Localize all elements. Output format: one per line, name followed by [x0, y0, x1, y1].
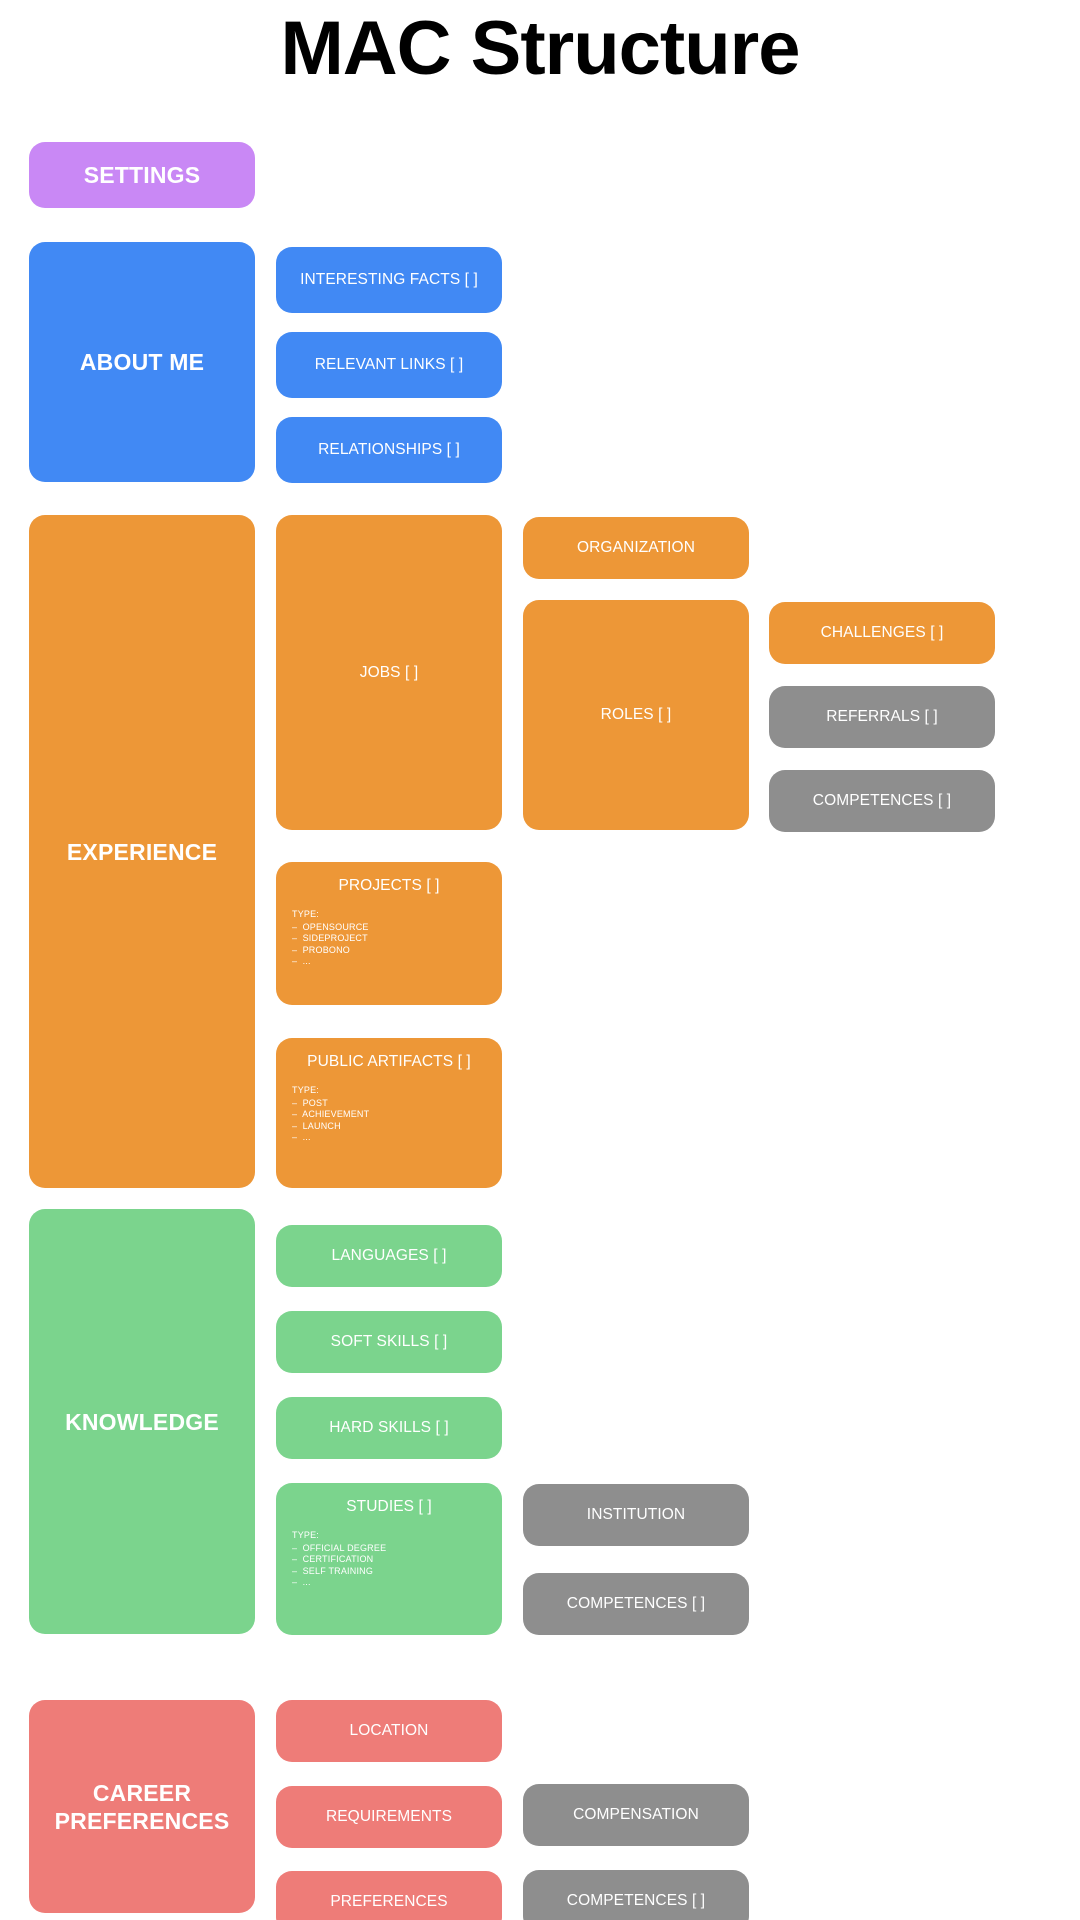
institution-block[interactable]: INSTITUTION [523, 1484, 749, 1546]
projects-label: PROJECTS [ ] [338, 877, 440, 894]
projects-type-list: TYPE: – OPENSOURCE – SIDEPROJECT – PROBO… [276, 909, 502, 968]
studies-label: STUDIES [ ] [346, 1498, 432, 1515]
interesting-facts-label: INTERESTING FACTS [ ] [300, 271, 478, 288]
projects-type-head: TYPE: [292, 909, 320, 919]
relevant-links-label: RELEVANT LINKS [ ] [314, 356, 464, 373]
preferences-label: PREFERENCES [330, 1893, 448, 1910]
languages-label: LANGUAGES [ ] [331, 1247, 447, 1264]
public-artifacts-type-head: TYPE: [292, 1085, 320, 1095]
hard-skills-block[interactable]: HARD SKILLS [ ] [276, 1397, 502, 1459]
knowledge-label: KNOWLEDGE [65, 1408, 219, 1435]
compensation-block[interactable]: COMPENSATION [523, 1784, 749, 1846]
studies-type-item: – CERTIFICATION [292, 1554, 374, 1564]
career-competences-block[interactable]: COMPETENCES [ ] [523, 1870, 749, 1920]
knowledge-competences-block[interactable]: COMPETENCES [ ] [523, 1573, 749, 1635]
projects-type-item: – PROBONO [292, 944, 351, 955]
experience-label: EXPERIENCE [66, 838, 218, 865]
location-label: LOCATION [349, 1722, 429, 1739]
career-preferences-label-line1: CAREER [92, 1779, 192, 1806]
projects-type-item: – SIDEPROJECT [292, 933, 368, 943]
career-preferences-label-line2: PREFERENCES [54, 1807, 230, 1834]
studies-block[interactable]: STUDIES [ ] TYPE: – OFFICIAL DEGREE – CE… [276, 1483, 502, 1635]
organization-label: ORGANIZATION [576, 539, 696, 556]
referrals-block[interactable]: REFERRALS [ ] [769, 686, 995, 748]
compensation-label: COMPENSATION [573, 1806, 699, 1823]
public-artifacts-type-item: – ACHIEVEMENT [292, 1109, 370, 1119]
studies-type-list: TYPE: – OFFICIAL DEGREE – CERTIFICATION … [276, 1530, 502, 1589]
about-me-label: ABOUT ME [79, 349, 205, 375]
relationships-block[interactable]: RELATIONSHIPS [ ] [276, 417, 502, 483]
career-preferences-block[interactable]: CAREER PREFERENCES [29, 1700, 255, 1913]
public-artifacts-type-list: TYPE: – POST – ACHIEVEMENT – LAUNCH – ..… [276, 1085, 502, 1144]
interesting-facts-block[interactable]: INTERESTING FACTS [ ] [276, 247, 502, 313]
projects-block[interactable]: PROJECTS [ ] TYPE: – OPENSOURCE – SIDEPR… [276, 862, 502, 1005]
jobs-block[interactable]: JOBS [ ] [276, 515, 502, 830]
about-me-block[interactable]: ABOUT ME [29, 242, 255, 482]
studies-type-item: – OFFICIAL DEGREE [292, 1542, 387, 1553]
page-title: MAC Structure [280, 6, 800, 91]
jobs-label: JOBS [ ] [359, 663, 419, 681]
knowledge-competences-label: COMPETENCES [ ] [566, 1595, 706, 1612]
settings-label: SETTINGS [83, 162, 201, 188]
knowledge-block[interactable]: KNOWLEDGE [29, 1209, 255, 1634]
location-block[interactable]: LOCATION [276, 1700, 502, 1762]
soft-skills-label: SOFT SKILLS [ ] [330, 1333, 448, 1350]
institution-label: INSTITUTION [586, 1506, 686, 1523]
requirements-block[interactable]: REQUIREMENTS [276, 1786, 502, 1848]
challenges-block[interactable]: CHALLENGES [ ] [769, 602, 995, 664]
public-artifacts-type-item: – POST [292, 1097, 328, 1108]
languages-block[interactable]: LANGUAGES [ ] [276, 1225, 502, 1287]
public-artifacts-block[interactable]: PUBLIC ARTIFACTS [ ] TYPE: – POST – ACHI… [276, 1038, 502, 1188]
public-artifacts-type-item: – LAUNCH [292, 1120, 341, 1131]
projects-type-item: – OPENSOURCE [292, 921, 369, 932]
public-artifacts-type-item: – ... [292, 1132, 311, 1142]
organization-block[interactable]: ORGANIZATION [523, 517, 749, 579]
roles-block[interactable]: ROLES [ ] [523, 600, 749, 830]
studies-type-item: – SELF TRAINING [292, 1565, 374, 1576]
roles-label: ROLES [ ] [600, 706, 672, 723]
public-artifacts-label: PUBLIC ARTIFACTS [ ] [307, 1053, 471, 1070]
relationships-label: RELATIONSHIPS [ ] [318, 441, 460, 458]
preferences-block[interactable]: PREFERENCES [276, 1871, 502, 1920]
settings-block[interactable]: SETTINGS [29, 142, 255, 208]
soft-skills-block[interactable]: SOFT SKILLS [ ] [276, 1311, 502, 1373]
challenges-label: CHALLENGES [ ] [820, 624, 944, 641]
career-competences-label: COMPETENCES [ ] [566, 1892, 706, 1909]
hard-skills-label: HARD SKILLS [ ] [329, 1419, 449, 1436]
relevant-links-block[interactable]: RELEVANT LINKS [ ] [276, 332, 502, 398]
projects-type-item: – ... [292, 956, 311, 966]
experience-block[interactable]: EXPERIENCE [29, 515, 255, 1188]
experience-competences-label: COMPETENCES [ ] [812, 792, 952, 809]
studies-type-head: TYPE: [292, 1530, 320, 1540]
referrals-label: REFERRALS [ ] [826, 708, 938, 725]
studies-type-item: – ... [292, 1577, 311, 1587]
experience-competences-block[interactable]: COMPETENCES [ ] [769, 770, 995, 832]
requirements-label: REQUIREMENTS [325, 1808, 453, 1825]
